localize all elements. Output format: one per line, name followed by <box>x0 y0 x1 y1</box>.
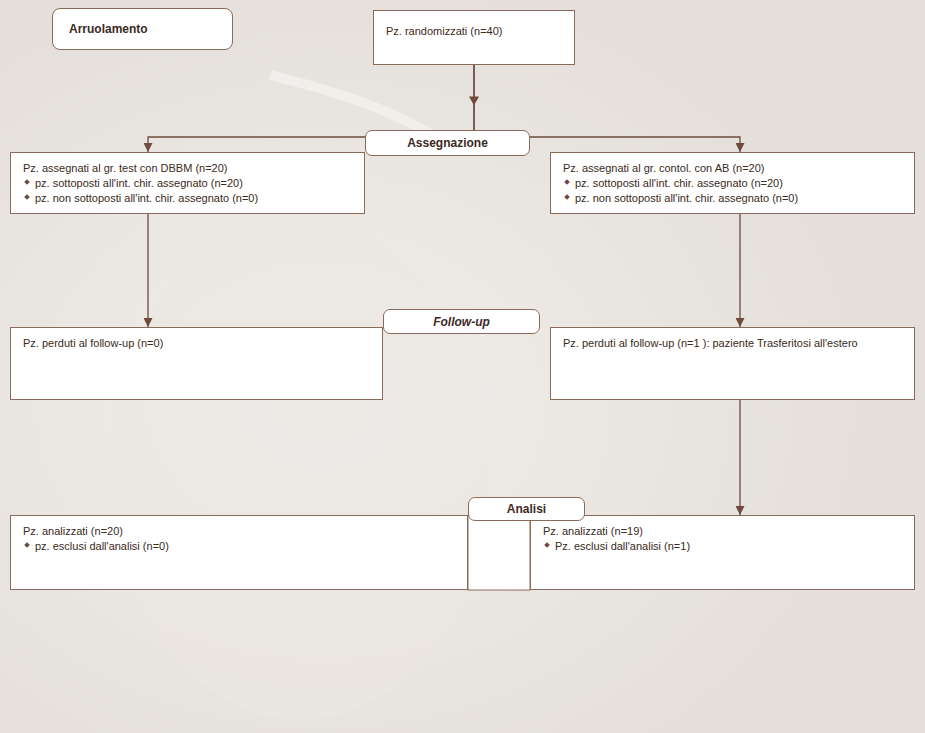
node-text: Pz. assegnati al gr. test con DBBM (n=20… <box>23 161 354 175</box>
process-box: Pz. assegnati al gr. test con DBBM (n=20… <box>10 152 365 214</box>
node-text: Pz. analizzati (n=20) <box>23 524 457 538</box>
bullet-item: pz. sottoposti all'int. chir. assegnato … <box>563 176 904 190</box>
flow-arrow <box>147 214 148 327</box>
bullet-item: Pz. esclusi dall'analisi (n=1) <box>543 539 904 553</box>
text-holder: Follow-up <box>433 315 490 329</box>
process-box: Pz. randomizzati (n=40) <box>373 10 575 65</box>
node-text: Follow-up <box>433 315 490 329</box>
phase-band: Analisi <box>468 497 585 521</box>
phase-band: Follow-up <box>383 309 540 334</box>
bullet-item: pz. esclusi dall'analisi (n=0) <box>23 539 457 553</box>
flow-arrow <box>739 214 740 327</box>
text-holder: Arruolamento <box>69 22 148 36</box>
node-text: Pz. perduti al follow-up (n=1 ): pazient… <box>563 336 904 350</box>
process-box: Pz. perduti al follow-up (n=0) <box>10 327 383 400</box>
node-text: Pz. randomizzati (n=40) <box>386 24 564 38</box>
node-text: Assegnazione <box>407 136 488 150</box>
node-text: Pz. assegnati al gr. contol. con AB (n=2… <box>563 161 904 175</box>
phase-band: Assegnazione <box>365 130 530 156</box>
bullet-item: pz. sottoposti all'int. chir. assegnato … <box>23 176 354 190</box>
node-text: Analisi <box>507 502 546 516</box>
process-box: Pz. assegnati al gr. contol. con AB (n=2… <box>550 152 915 214</box>
process-box: Pz. perduti al follow-up (n=1 ): pazient… <box>550 327 915 400</box>
flow-arrow <box>739 400 740 515</box>
process-box: Pz. analizzati (n=19)Pz. esclusi dall'an… <box>530 515 915 590</box>
stage-label: Arruolamento <box>52 8 233 50</box>
bullet-item: pz. non sottoposti all'int. chir. assegn… <box>563 191 904 205</box>
watermark-face <box>110 220 490 720</box>
node-text: Pz. perduti al follow-up (n=0) <box>23 336 372 350</box>
bullet-item: pz. non sottoposti all'int. chir. assegn… <box>23 191 354 205</box>
text-holder: Assegnazione <box>407 136 488 150</box>
text-holder: Analisi <box>507 502 546 516</box>
middle-strip <box>468 515 530 590</box>
process-box: Pz. analizzati (n=20)pz. esclusi dall'an… <box>10 515 468 590</box>
node-text: Pz. analizzati (n=19) <box>543 524 904 538</box>
node-text: Arruolamento <box>69 22 148 36</box>
